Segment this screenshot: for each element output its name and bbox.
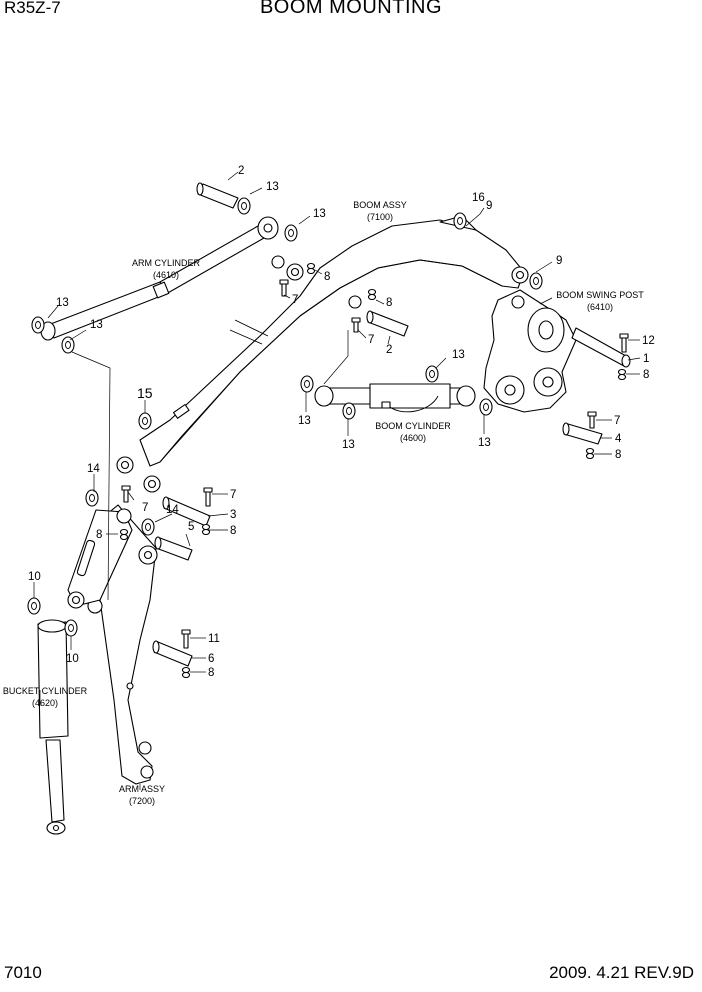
leader-lines bbox=[33, 171, 641, 790]
callout-15: 15 bbox=[137, 385, 153, 401]
callout-10: 10 bbox=[28, 571, 41, 583]
callout-14: 14 bbox=[87, 463, 100, 475]
callout-14: 14 bbox=[166, 504, 179, 516]
callout-8: 8 bbox=[324, 271, 330, 283]
boom-assy-label: BOOM ASSY bbox=[353, 200, 407, 210]
callout-4: 4 bbox=[615, 433, 622, 445]
page-number: 7010 bbox=[4, 963, 42, 982]
bucket-cylinder-code: (4620) bbox=[32, 698, 58, 708]
callout-10: 10 bbox=[66, 653, 79, 665]
model-code: R35Z-7 bbox=[4, 0, 61, 17]
callout-16: 16 bbox=[472, 192, 485, 204]
callout-5: 5 bbox=[188, 521, 194, 533]
callout-9: 9 bbox=[556, 255, 562, 267]
callout-13: 13 bbox=[478, 437, 491, 449]
callout-13: 13 bbox=[56, 297, 69, 309]
callout-7: 7 bbox=[230, 489, 236, 501]
bucket-cylinder-label: BUCKET CYLINDER bbox=[3, 686, 88, 696]
callout-11: 11 bbox=[208, 633, 220, 645]
callout-13: 13 bbox=[342, 439, 355, 451]
arm-cylinder-label: ARM CYLINDER bbox=[132, 258, 201, 268]
callout-13: 13 bbox=[298, 415, 311, 427]
callout-13: 13 bbox=[90, 319, 103, 331]
arm-cylinder-drawing bbox=[40, 216, 279, 341]
assembly-labels: BOOM ASSY (7100) ARM CYLINDER (4610) BOO… bbox=[3, 200, 644, 806]
page-title: BOOM MOUNTING bbox=[259, 0, 443, 18]
callout-2: 2 bbox=[386, 344, 392, 356]
bolts bbox=[121, 279, 629, 649]
date-revision: 2009. 4.21 REV.9D bbox=[549, 963, 694, 982]
boom-swing-post-label: BOOM SWING POST bbox=[556, 290, 644, 300]
callout-13: 13 bbox=[266, 181, 279, 193]
pins bbox=[152, 182, 603, 667]
callout-7: 7 bbox=[142, 502, 148, 514]
callout-8: 8 bbox=[230, 525, 236, 537]
callout-8: 8 bbox=[96, 529, 102, 541]
callout-8: 8 bbox=[643, 369, 649, 381]
nut-pairs bbox=[119, 262, 627, 679]
boom-assy-code: (7100) bbox=[367, 212, 393, 222]
callout-9: 9 bbox=[486, 200, 492, 212]
callout-12: 12 bbox=[642, 335, 655, 347]
callout-numbers: 2 13 13 8 7 16 9 9 8 7 2 12 1 8 7 4 8 13… bbox=[28, 165, 655, 679]
boom-cylinder-label: BOOM CYLINDER bbox=[375, 421, 451, 431]
boom-swing-post-drawing bbox=[483, 289, 631, 413]
callout-8: 8 bbox=[615, 449, 621, 461]
callout-2: 2 bbox=[238, 165, 244, 177]
arm-assy-code: (7200) bbox=[129, 796, 155, 806]
arm-assy-label: ARM ASSY bbox=[119, 784, 165, 794]
callout-3: 3 bbox=[230, 509, 236, 521]
boom-cylinder-drawing bbox=[314, 383, 476, 413]
bucket-cylinder-drawing bbox=[37, 619, 69, 835]
boom-swing-post-code: (6410) bbox=[587, 302, 613, 312]
callout-13: 13 bbox=[313, 208, 326, 220]
callout-7: 7 bbox=[292, 294, 298, 306]
callout-1: 1 bbox=[643, 353, 649, 365]
callout-7: 7 bbox=[614, 415, 620, 427]
arm-cylinder-code: (4610) bbox=[153, 270, 179, 280]
callout-7: 7 bbox=[368, 334, 374, 346]
callout-13: 13 bbox=[452, 349, 465, 361]
boom-assembly-drawing bbox=[116, 215, 529, 493]
arm-assembly-drawing bbox=[67, 504, 158, 785]
callout-8: 8 bbox=[386, 297, 392, 309]
callout-6: 6 bbox=[208, 653, 214, 665]
boom-cylinder-code: (4600) bbox=[400, 433, 426, 443]
callout-8: 8 bbox=[208, 667, 214, 679]
